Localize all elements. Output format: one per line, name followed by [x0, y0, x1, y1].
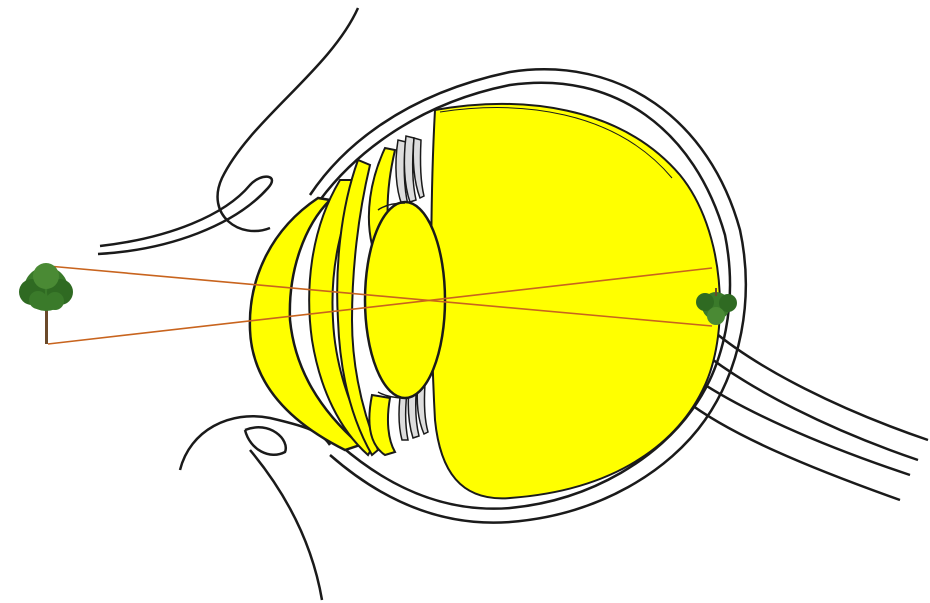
- vitreous-body: [431, 104, 720, 498]
- object-tree: [19, 263, 73, 344]
- upper-eyelid-fold: [98, 177, 272, 254]
- optic-nerve-outer-top: [712, 330, 928, 440]
- cheek-line: [250, 450, 322, 600]
- optic-nerve-outer-bottom: [685, 400, 900, 500]
- ciliary-body-upper: [396, 136, 424, 205]
